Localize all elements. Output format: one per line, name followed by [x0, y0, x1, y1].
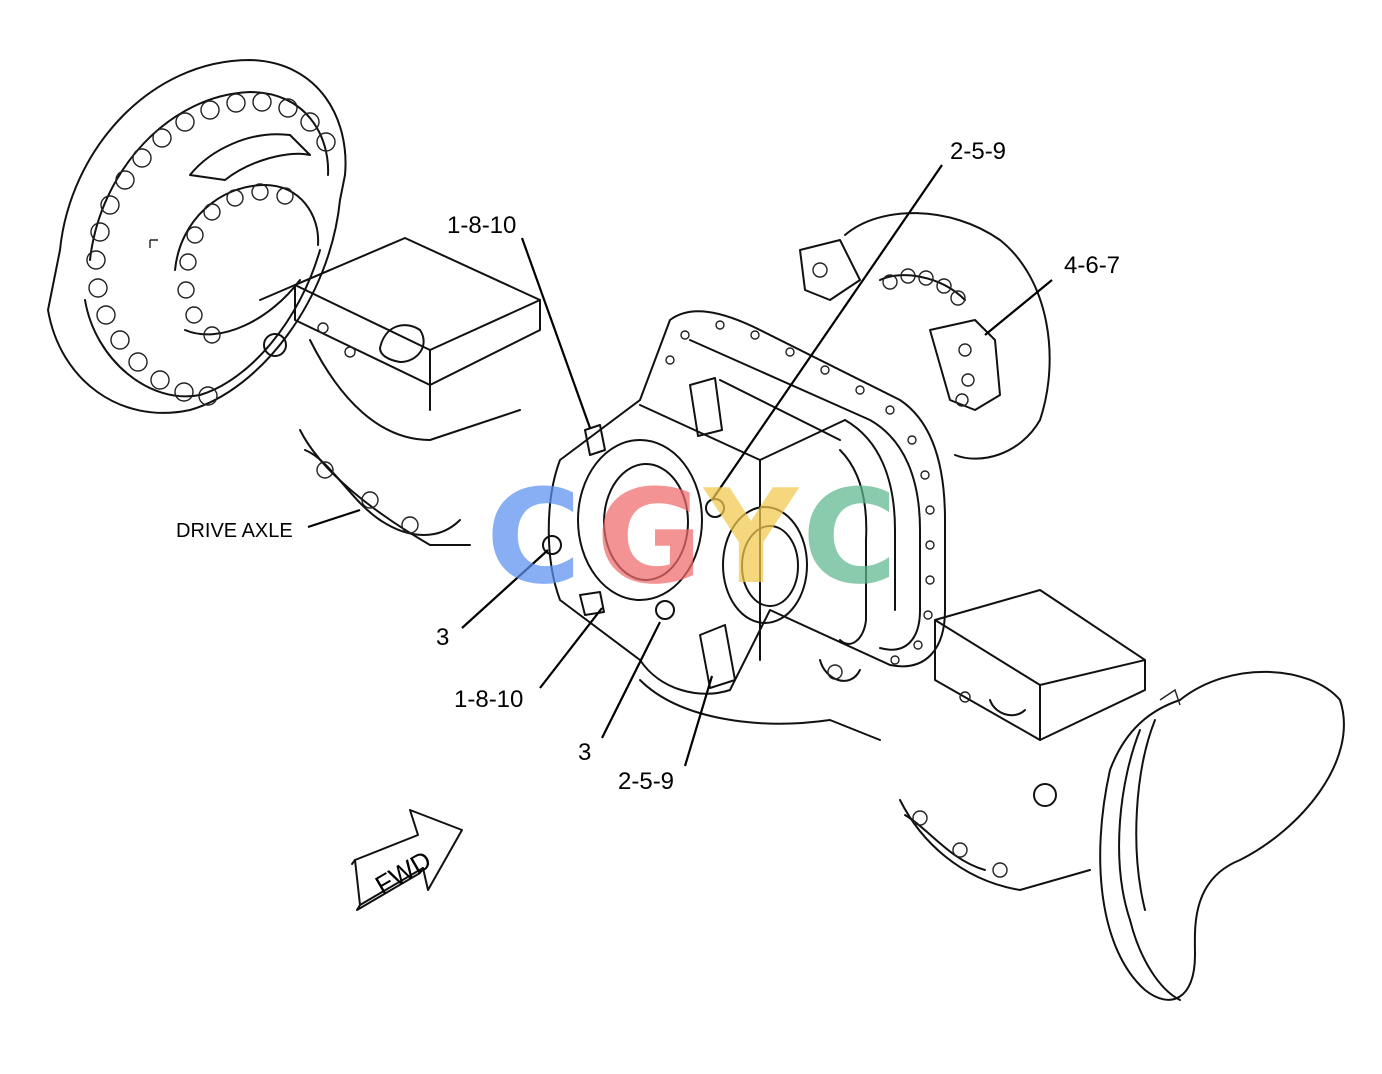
watermark-letter-2: G — [596, 461, 703, 613]
left-wheel-hub — [47, 59, 347, 414]
callout-4-6-7: 4-6-7 — [1064, 252, 1120, 279]
callout-1-8-10-top: 1-8-10 — [447, 212, 516, 239]
callout-3-bottom: 3 — [578, 739, 591, 766]
right-rear-hub — [799, 212, 1051, 460]
callout-2-5-9-top: 2-5-9 — [950, 138, 1006, 165]
callout-labels: 1-8-10 2-5-9 4-6-7 3 1-8-10 3 2-5-9 DRIV… — [176, 138, 1120, 795]
right-axle-housing — [639, 589, 1146, 891]
watermark-letter-1: C — [486, 461, 581, 613]
fwd-label: FWD — [370, 845, 436, 901]
callout-3-left: 3 — [436, 624, 449, 651]
watermark: C G Y C — [486, 461, 897, 613]
right-wheel-hub — [1099, 670, 1345, 1001]
left-axle-housing — [259, 237, 541, 546]
differential-housing — [542, 310, 946, 695]
callout-1-8-10-bottom: 1-8-10 — [454, 686, 523, 713]
drive-axle-label: DRIVE AXLE — [176, 520, 293, 542]
callout-2-5-9-bottom: 2-5-9 — [618, 768, 674, 795]
watermark-letter-3: Y — [702, 461, 800, 613]
watermark-letter-4: C — [802, 461, 897, 613]
leader-lines — [307, 164, 1053, 767]
fwd-arrow: FWD — [351, 809, 463, 911]
